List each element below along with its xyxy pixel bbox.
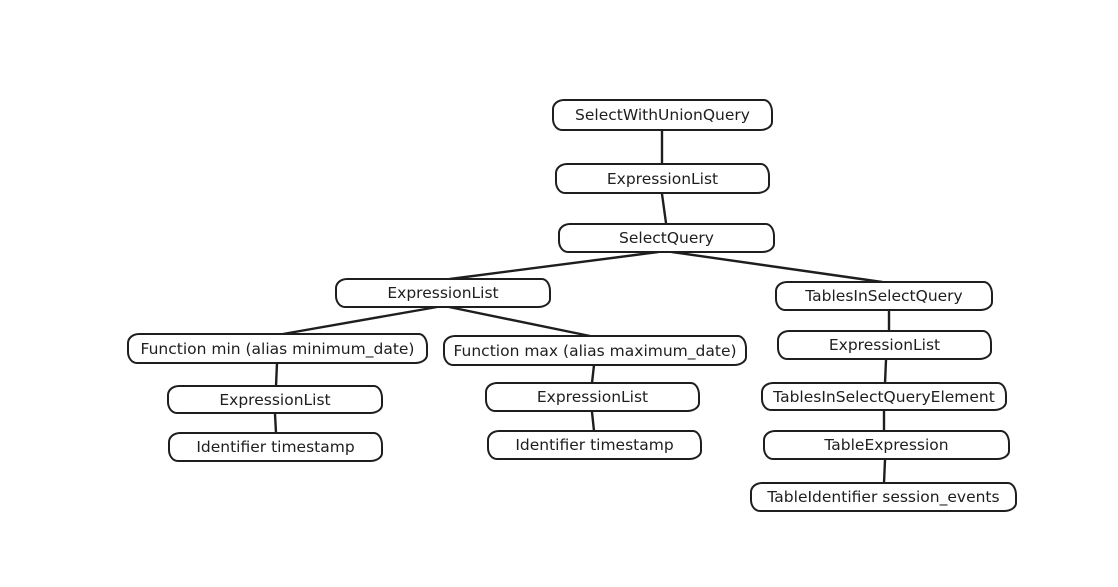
node-label: ExpressionList xyxy=(387,284,499,302)
edge-functionmax-expressionlist xyxy=(590,363,596,385)
node-expression-list-max: ExpressionList xyxy=(485,382,700,412)
edge-expressionlist-tablesinselectqueryelement xyxy=(883,358,888,385)
node-label: TablesInSelectQueryElement xyxy=(773,387,995,406)
edge-tableexpression-tableidentifier xyxy=(882,458,887,485)
node-label: ExpressionList xyxy=(828,336,941,354)
node-label: ExpressionList xyxy=(219,390,331,409)
node-expression-list-root: ExpressionList xyxy=(555,163,770,194)
node-function-min: Function min (alias minimum_date) xyxy=(127,333,428,364)
node-label: ExpressionList xyxy=(606,169,719,188)
edge-expressionlist-identifiertimestamp-min xyxy=(273,412,278,435)
node-tables-in-select-query: TablesInSelectQuery xyxy=(775,281,993,311)
node-label: ExpressionList xyxy=(536,388,649,406)
node-label: Function max (alias maximum_date) xyxy=(453,341,737,360)
node-tables-in-select-query-element: TablesInSelectQueryElement xyxy=(761,382,1007,411)
node-function-max: Function max (alias maximum_date) xyxy=(443,335,747,366)
node-label: Identifier timestamp xyxy=(515,436,674,454)
node-label: TableIdentifier session_events xyxy=(767,488,1000,506)
node-expression-list-select: ExpressionList xyxy=(335,278,551,308)
node-label: SelectQuery xyxy=(619,229,714,247)
edge-expressionlist-functionmax xyxy=(447,305,592,338)
edge-selectquery-expressionlist xyxy=(448,250,660,281)
node-table-identifier-session-events: TableIdentifier session_events xyxy=(750,482,1017,512)
node-select-query: SelectQuery xyxy=(558,223,775,253)
node-table-expression: TableExpression xyxy=(763,430,1010,460)
node-select-with-union-query: SelectWithUnionQuery xyxy=(552,99,773,131)
node-identifier-timestamp-min: Identifier timestamp xyxy=(168,432,383,462)
edge-expressionlist-functionmin xyxy=(281,305,439,336)
edge-expressionlist-selectquery xyxy=(660,192,668,225)
node-label: TablesInSelectQuery xyxy=(805,287,963,305)
node-label: TableExpression xyxy=(824,436,949,454)
edge-selectquery-tablesinselectquery xyxy=(670,250,884,284)
node-label: SelectWithUnionQuery xyxy=(575,106,750,124)
node-identifier-timestamp-max: Identifier timestamp xyxy=(487,430,702,460)
node-expression-list-min: ExpressionList xyxy=(167,385,383,414)
edge-functionmin-expressionlist xyxy=(274,361,279,388)
node-label: Identifier timestamp xyxy=(196,438,355,456)
node-label: Function min (alias minimum_date) xyxy=(140,339,415,358)
edge-expressionlist-identifiertimestamp-max xyxy=(590,410,596,433)
node-expression-list-tables: ExpressionList xyxy=(777,330,992,360)
